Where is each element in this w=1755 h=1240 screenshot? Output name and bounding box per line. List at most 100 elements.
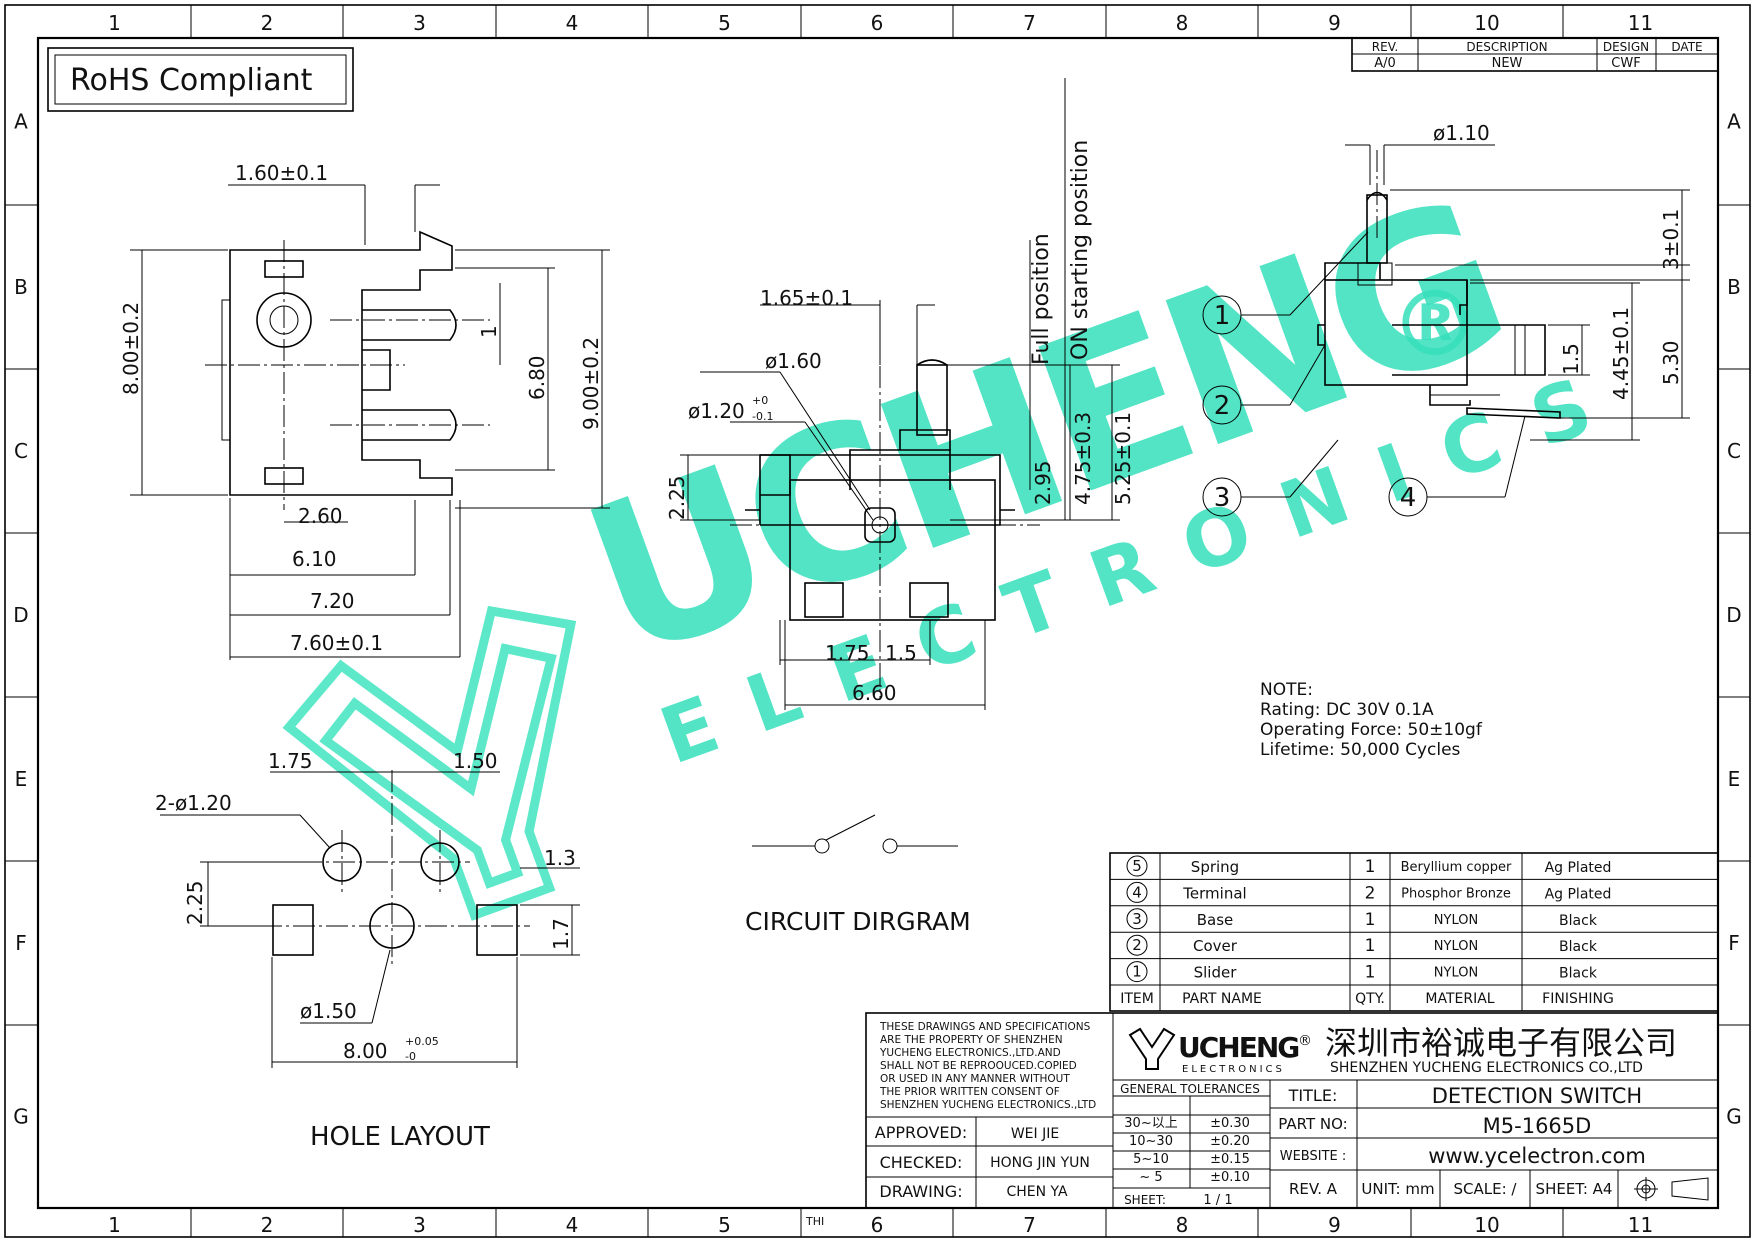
svg-text:1.5: 1.5 xyxy=(885,641,917,665)
svg-text:ø1.60: ø1.60 xyxy=(765,349,822,373)
svg-text:ø1.50: ø1.50 xyxy=(300,999,357,1023)
notice-line: SHENZHEN YUCHENG ELECTRONICS.,LTD xyxy=(880,1099,1096,1111)
bom-finishing: Ag Plated xyxy=(1545,860,1612,876)
svg-text:5.25±0.1: 5.25±0.1 xyxy=(1111,412,1135,505)
svg-text:1.65±0.1: 1.65±0.1 xyxy=(760,286,853,310)
bom-item: 5 xyxy=(1132,857,1142,875)
notice-line: YUCHENG ELECTRONICS.,LTD.AND xyxy=(879,1047,1061,1059)
col-label-bottom: 9 xyxy=(1328,1213,1341,1237)
bom-material: Phosphor Bronze xyxy=(1401,886,1511,901)
svg-text:2.95: 2.95 xyxy=(1031,460,1055,505)
col-label-top: 9 xyxy=(1328,11,1341,35)
thi-mark: THI xyxy=(805,1215,824,1228)
bom-item: 1 xyxy=(1132,963,1142,981)
svg-text:2-ø1.20: 2-ø1.20 xyxy=(155,791,232,815)
watermark: UCHENG ELECTRONICS ® xyxy=(282,154,1639,921)
svg-text:MATERIAL: MATERIAL xyxy=(1425,991,1494,1007)
bom-qty: 1 xyxy=(1365,963,1376,983)
svg-text:1: 1 xyxy=(477,325,501,338)
row-label-right: A xyxy=(1727,110,1741,134)
svg-text:+0: +0 xyxy=(752,394,768,407)
svg-text:ON starting position: ON starting position xyxy=(1068,140,1093,360)
svg-text:2.25: 2.25 xyxy=(665,475,689,520)
svg-text:Full position: Full position xyxy=(1029,233,1054,365)
row-label-left: A xyxy=(14,110,28,134)
tol-range: ~ 5 xyxy=(1139,1170,1162,1185)
svg-text:Operating Force: 50±10gf: Operating Force: 50±10gf xyxy=(1260,720,1483,740)
svg-text:6.80: 6.80 xyxy=(525,355,549,400)
svg-text:HONG JIN YUN: HONG JIN YUN xyxy=(990,1155,1090,1171)
svg-text:CWF: CWF xyxy=(1611,56,1640,71)
callout-3: 3 xyxy=(1214,483,1231,513)
svg-text:TITLE:: TITLE: xyxy=(1288,1086,1338,1105)
bom-part-name: Slider xyxy=(1194,964,1238,982)
svg-text:GENERAL TOLERANCES: GENERAL TOLERANCES xyxy=(1120,1082,1260,1096)
col-label-top: 8 xyxy=(1176,11,1189,35)
bom-material: NYLON xyxy=(1434,939,1478,954)
svg-text:SCALE: /: SCALE: / xyxy=(1454,1180,1518,1198)
svg-text:1.50: 1.50 xyxy=(453,749,498,773)
svg-text:1 / 1: 1 / 1 xyxy=(1203,1193,1232,1208)
svg-text:深圳市裕诚电子有限公司: 深圳市裕诚电子有限公司 xyxy=(1325,1024,1677,1062)
bom-part-name: Terminal xyxy=(1182,884,1246,902)
bom-material: Beryllium copper xyxy=(1401,860,1512,875)
row-label-left: E xyxy=(15,767,28,791)
svg-text:DESIGN: DESIGN xyxy=(1603,40,1649,54)
svg-text:QTY.: QTY. xyxy=(1355,991,1385,1007)
revision-table: REV. DESCRIPTION DESIGN DATE A/0 NEW CWF xyxy=(1351,37,1719,72)
col-label-bottom: 7 xyxy=(1023,1213,1036,1237)
svg-text:Rating: DC 30V 0.1A: Rating: DC 30V 0.1A xyxy=(1260,700,1434,720)
bom-material: NYLON xyxy=(1434,913,1478,928)
svg-text:2.25: 2.25 xyxy=(183,880,207,925)
notice-line: SHALL NOT BE REPROOUCED.COPIED xyxy=(880,1060,1077,1072)
bom-material: NYLON xyxy=(1434,966,1478,981)
svg-text:6.10: 6.10 xyxy=(292,547,337,571)
bom-finishing: Ag Plated xyxy=(1545,886,1612,902)
tol-range: 10~30 xyxy=(1129,1134,1173,1149)
row-label-right: F xyxy=(1728,931,1740,955)
svg-text:DATE: DATE xyxy=(1671,40,1702,54)
svg-text:5.30: 5.30 xyxy=(1659,340,1683,385)
note: NOTE: Rating: DC 30V 0.1A Operating Forc… xyxy=(1260,680,1483,760)
svg-text:6.60: 6.60 xyxy=(852,681,897,705)
row-label-left: B xyxy=(14,275,28,299)
svg-text:WEI JIE: WEI JIE xyxy=(1011,1126,1059,1142)
col-label-bottom: 1 xyxy=(108,1213,121,1237)
row-label-right: C xyxy=(1727,439,1741,463)
svg-text:REV. A: REV. A xyxy=(1289,1180,1338,1198)
bom-qty: 1 xyxy=(1365,910,1376,930)
bom-qty: 1 xyxy=(1365,936,1376,956)
svg-text:RoHS Compliant: RoHS Compliant xyxy=(70,63,313,98)
front-view: 1.65±0.1 ø1.60 ø1.20 +0 -0.1 2.25 2.95 4… xyxy=(665,78,1135,710)
top-view: 1.60±0.1 8.00±0.2 9.00±0.2 6.80 1 2.60 6… xyxy=(119,161,610,660)
bom-finishing: Black xyxy=(1559,966,1598,982)
svg-text:SHEET: A4: SHEET: A4 xyxy=(1536,1180,1613,1198)
svg-text:PART NAME: PART NAME xyxy=(1182,991,1262,1007)
col-label-top: 3 xyxy=(413,11,426,35)
tol-value: ±0.15 xyxy=(1210,1152,1250,1167)
svg-text:8.00±0.2: 8.00±0.2 xyxy=(119,302,143,395)
hole-layout-label: HOLE LAYOUT xyxy=(310,1122,490,1152)
svg-text:1.5: 1.5 xyxy=(1559,343,1583,375)
row-label-right: B xyxy=(1727,275,1741,299)
svg-text:M5-1665D: M5-1665D xyxy=(1483,1114,1592,1138)
svg-text:DETECTION SWITCH: DETECTION SWITCH xyxy=(1432,1084,1642,1108)
svg-text:-0: -0 xyxy=(405,1050,416,1063)
col-label-top: 5 xyxy=(718,11,731,35)
bom-qty: 2 xyxy=(1365,883,1376,903)
col-label-bottom: 4 xyxy=(566,1213,579,1237)
svg-text:CHEN YA: CHEN YA xyxy=(1006,1184,1068,1200)
col-label-top: 10 xyxy=(1474,11,1499,35)
svg-text:NOTE:: NOTE: xyxy=(1260,680,1313,700)
bom-qty: 1 xyxy=(1365,857,1376,877)
svg-text:ø1.10: ø1.10 xyxy=(1433,121,1490,145)
row-label-left: G xyxy=(13,1105,29,1129)
svg-text:4.45±0.1: 4.45±0.1 xyxy=(1609,307,1633,400)
svg-text:APPROVED:: APPROVED: xyxy=(875,1123,967,1142)
svg-text:WEBSITE :: WEBSITE : xyxy=(1280,1149,1347,1164)
svg-text:REV.: REV. xyxy=(1372,40,1398,54)
bom-item: 2 xyxy=(1132,936,1142,954)
